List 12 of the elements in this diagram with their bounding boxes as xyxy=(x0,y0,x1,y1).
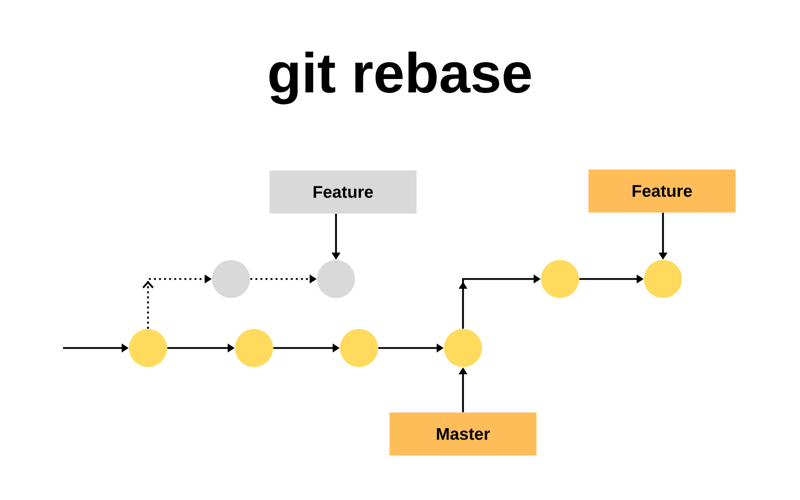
commit-circle xyxy=(444,329,482,367)
commit-circle xyxy=(317,260,355,298)
commit-circle xyxy=(129,329,167,367)
commit-circle xyxy=(235,329,273,367)
commit-circle xyxy=(212,260,250,298)
commit-circle xyxy=(340,329,378,367)
label-box: Feature xyxy=(270,170,416,214)
label-box: Feature xyxy=(588,170,736,212)
title: git rebase xyxy=(270,52,531,104)
commit-circle xyxy=(541,260,579,298)
commit-circle xyxy=(644,260,682,298)
label-box: Master xyxy=(390,412,536,456)
